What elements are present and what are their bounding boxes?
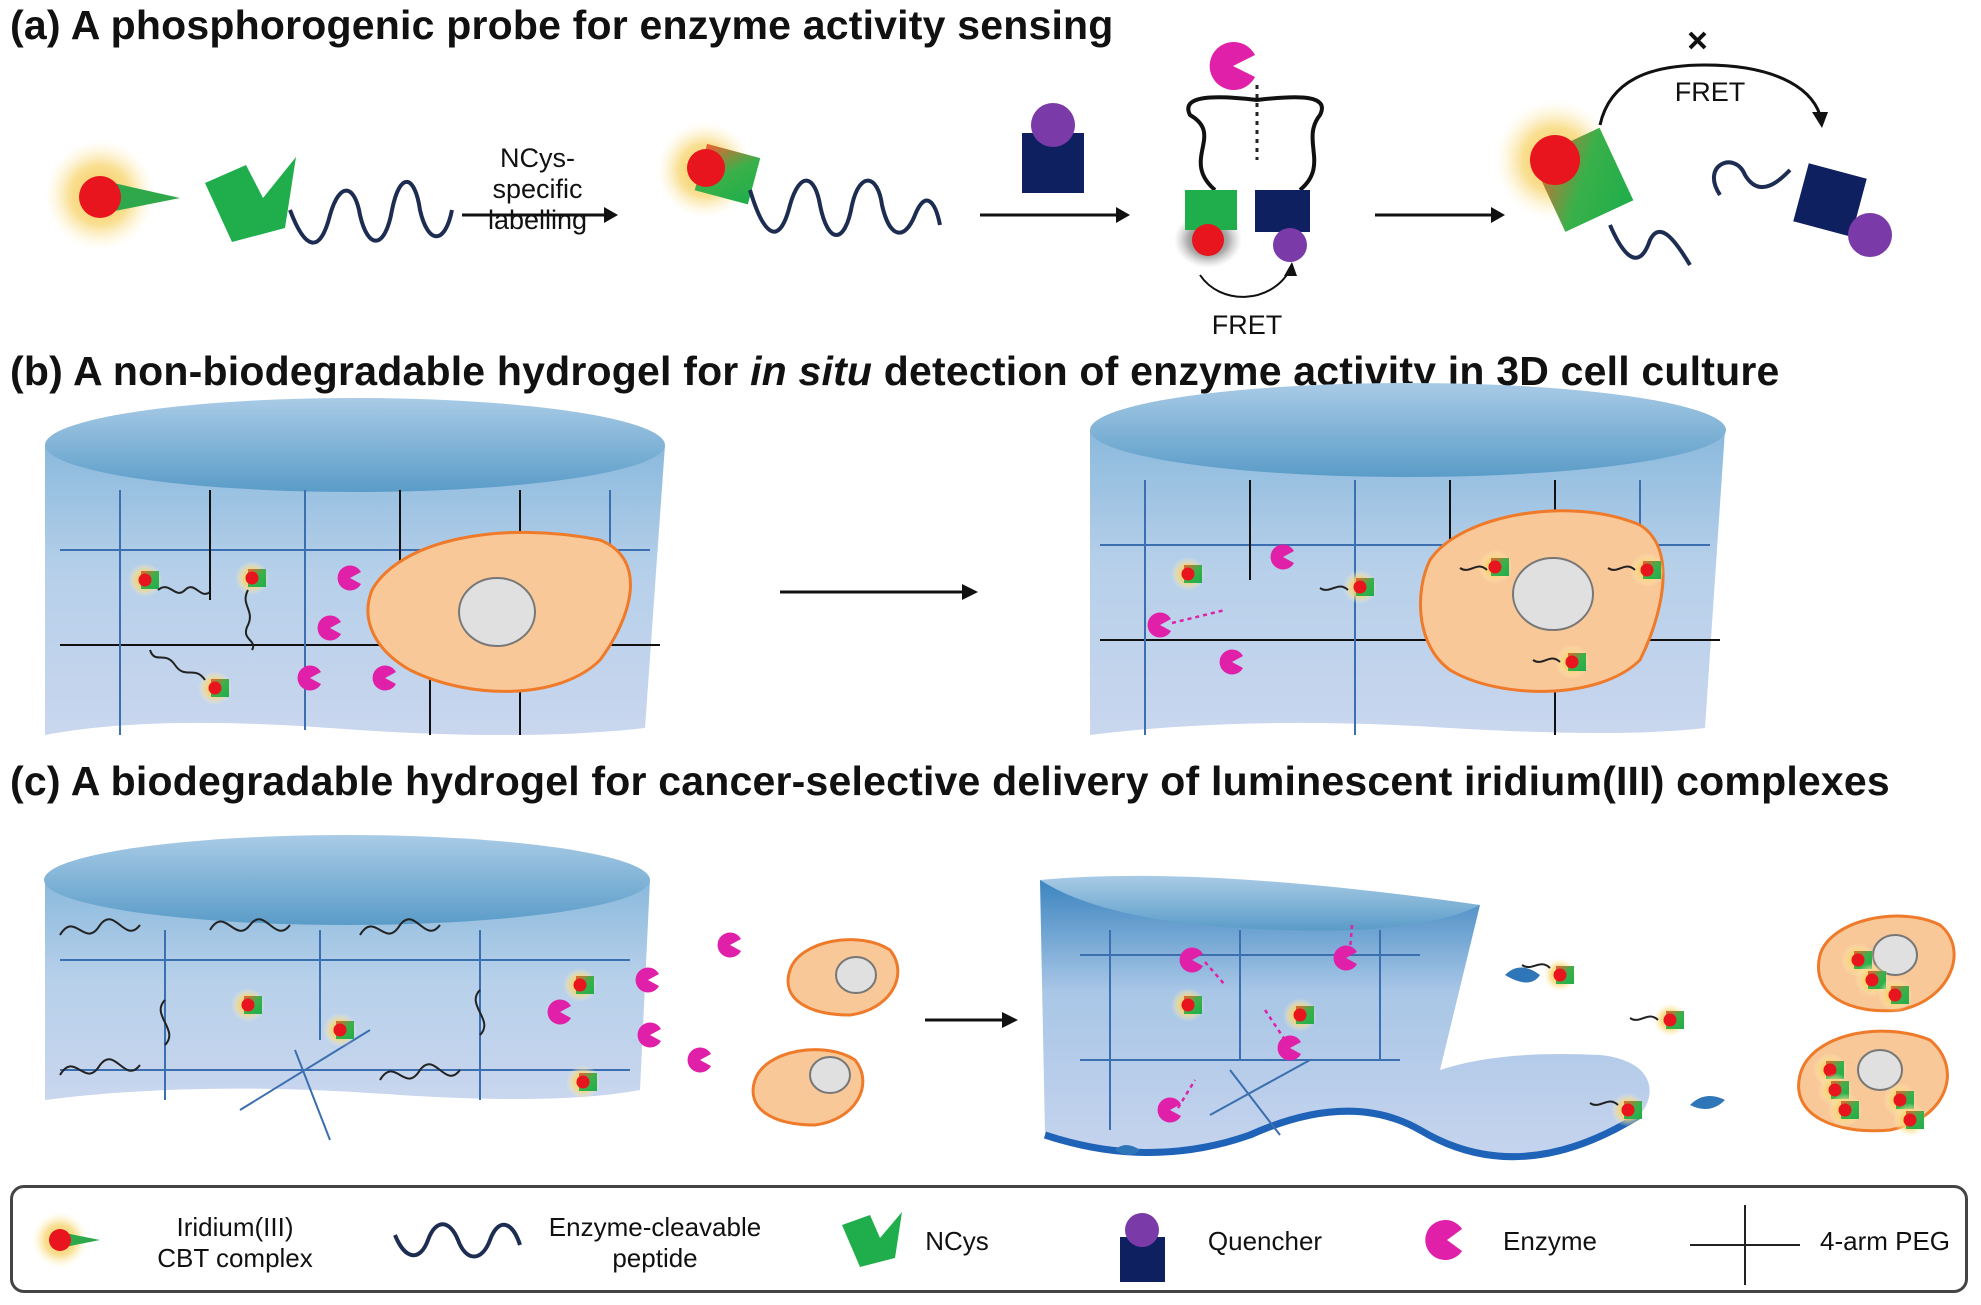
legend-iridium-icon [32,1212,100,1268]
labelling-arrow-label: NCys-specific labelling [455,143,620,236]
legend-ncys-icon [842,1212,902,1267]
ncys-icon [205,157,296,242]
legend-ncys-label: NCys [925,1226,989,1256]
legend-peptide-line2: peptide [612,1243,698,1274]
legend-enzyme-icon [1425,1220,1462,1261]
quencher-icon [1022,103,1084,193]
peptide-icon [288,179,454,245]
hydrogel-right [1090,383,1726,735]
legend-quencher-label: Quencher [1207,1226,1323,1256]
fret-construct [1174,42,1324,298]
legend-peg-label: 4-arm PEG [1819,1226,1951,1256]
panel-c-title: (c) A biodegradable hydrogel for cancer-… [10,758,1890,804]
hydrogel-left [45,398,665,735]
labelling-label-line2: labelling [487,205,588,236]
labelling-label-line1: NCys-specific [492,143,583,205]
legend-box [10,1185,1968,1293]
labelled-probe-icon [657,122,942,237]
fret-label-top: FRET [1674,77,1746,107]
legend-peptide-icon [393,1222,522,1259]
panel-a-title: (a) A phosphorogenic probe for enzyme ac… [10,2,1114,48]
iridium-complex-icon [45,140,180,250]
cancer-cells-c-right [1797,914,1956,1137]
legend-quencher-icon [1120,1213,1165,1282]
legend-iridium-line2: CBT complex [157,1243,313,1274]
panel-b-drawing [45,383,1726,735]
fret-label-bottom: FRET [1211,310,1283,340]
legend-iridium-line1: Iridium(III) [176,1212,294,1242]
panel-b-title-italic: in situ [750,348,873,394]
panel-b-title: (b) A non-biodegradable hydrogel for in … [10,348,1779,395]
legend-iridium-label: Iridium(III) CBT complex [150,1212,320,1274]
hydrogel-c-left [44,835,650,1141]
legend-symbols [32,1205,1800,1285]
legend-enzyme-label: Enzyme [1503,1226,1597,1256]
panel-a-drawing [45,31,1892,298]
legend-peg-icon [1690,1205,1800,1285]
panel-b-title-start: (b) A non-biodegradable hydrogel for [10,348,751,394]
panel-c-drawing [44,835,1956,1161]
hydrogel-c-right [1040,875,1650,1161]
legend-peptide-line1: Enzyme-cleavable [548,1212,762,1242]
cancer-cells-c-left [751,938,900,1127]
legend-peptide-label: Enzyme-cleavable peptide [535,1212,775,1274]
cleaved-products [1495,31,1892,267]
